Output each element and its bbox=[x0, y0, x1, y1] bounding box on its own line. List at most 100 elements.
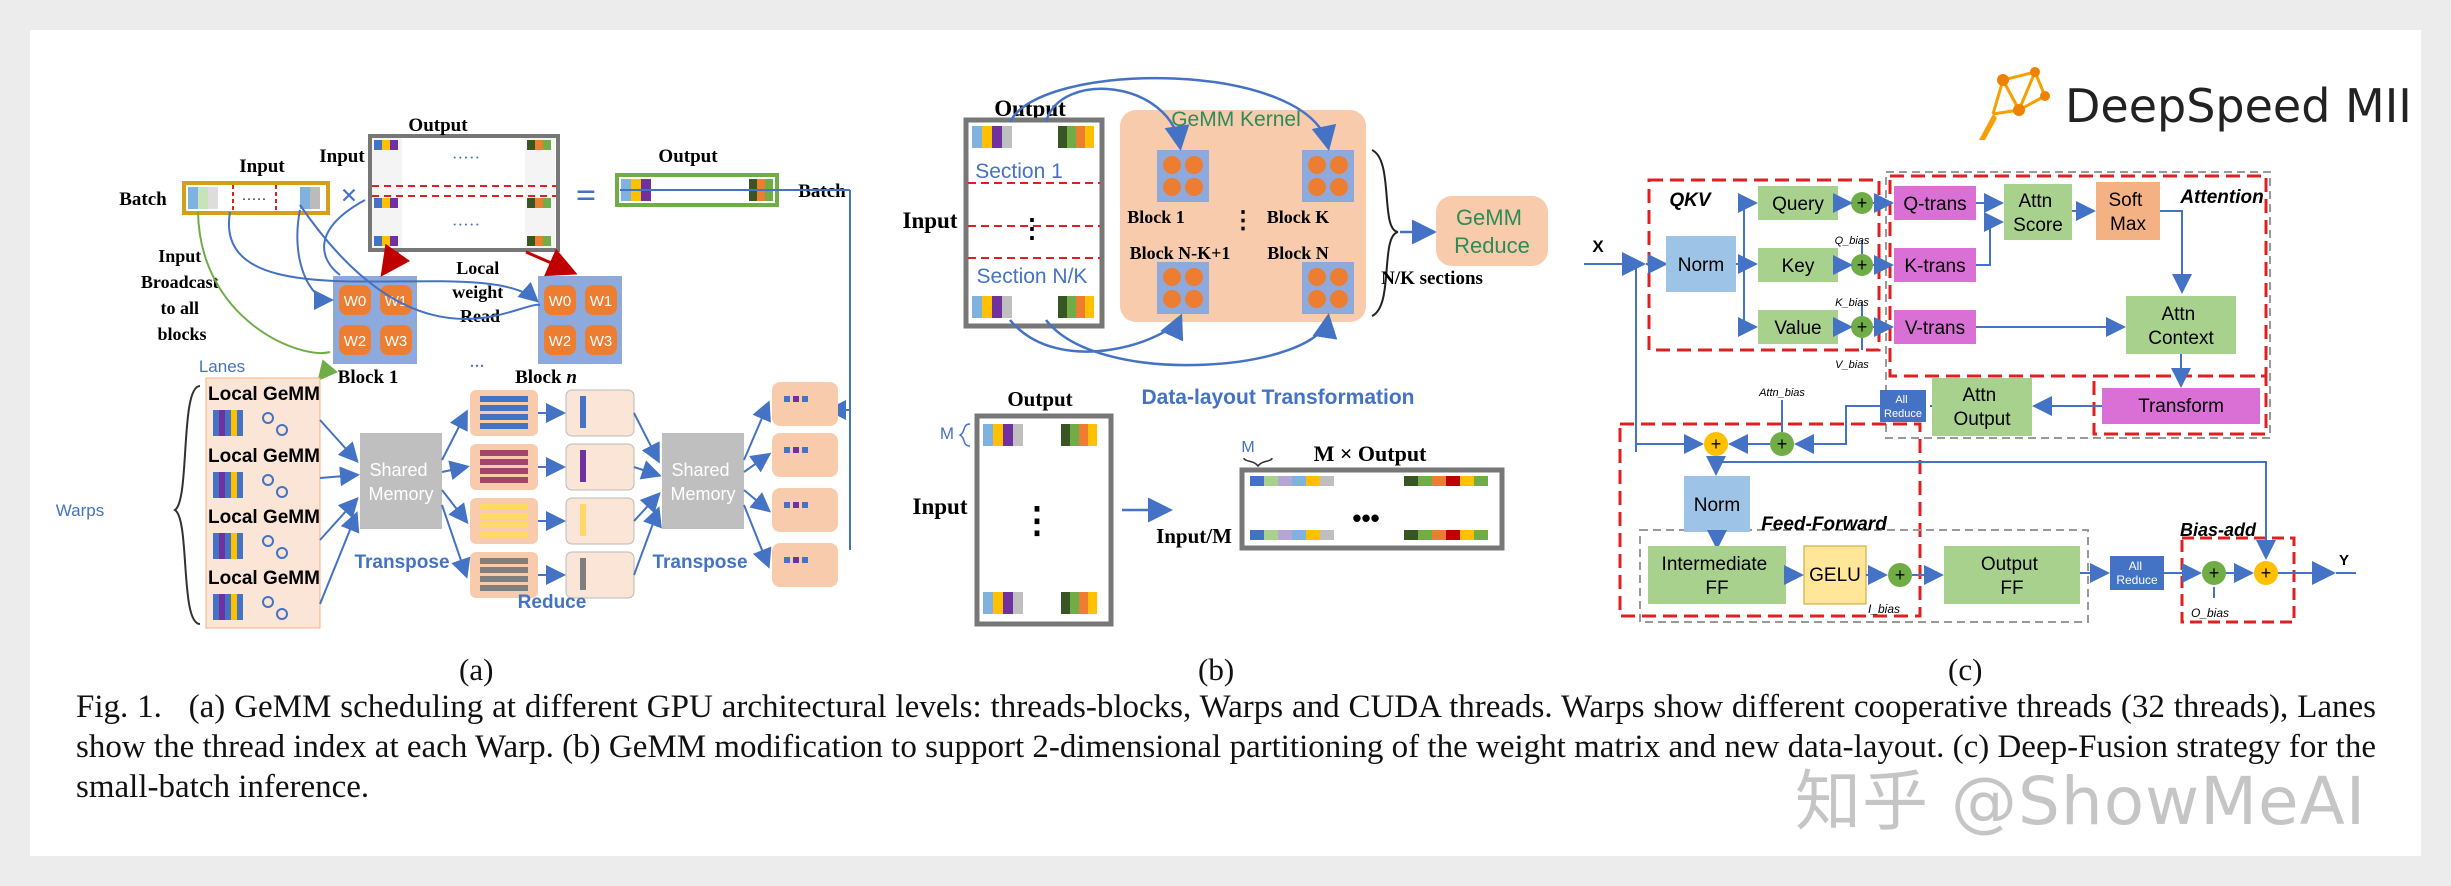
reduce-blocks bbox=[565, 389, 635, 599]
input-label: Input bbox=[239, 156, 285, 177]
gemm-reduce-label: GeMM Reduce bbox=[1454, 205, 1530, 258]
panel-b: Output Input Section 1 Section N/K ⋮ GeM… bbox=[903, 76, 1548, 627]
key-box bbox=[1758, 248, 1838, 282]
transform-label: Transform bbox=[2138, 396, 2224, 417]
ff-red-region bbox=[1618, 422, 1922, 618]
inter-ff-box bbox=[1648, 546, 1786, 604]
b-vdots-2: ⋮ bbox=[1231, 207, 1255, 234]
i-bias-add bbox=[1888, 563, 1912, 587]
attn-bias-label: Attn_bias bbox=[1758, 387, 1805, 399]
svg-text:W3: W3 bbox=[590, 333, 613, 350]
qtrans-box bbox=[1894, 186, 1976, 220]
o-bias-add bbox=[2202, 561, 2226, 585]
b-input2-label: Input bbox=[913, 494, 968, 519]
residual-add-2 bbox=[2254, 561, 2278, 585]
softmax-label: Soft Max bbox=[2108, 190, 2147, 235]
caption-text: (a) GeMM scheduling at different GPU arc… bbox=[76, 689, 2377, 805]
svg-text:W3: W3 bbox=[385, 333, 408, 350]
shared-memory-1-label: Shared Memory bbox=[368, 460, 433, 504]
ff-gray-region bbox=[1639, 529, 2089, 623]
b-output2-label: Output bbox=[1007, 387, 1072, 411]
sublabel-c: (c) bbox=[1948, 652, 1983, 687]
block-n: W0 W1 W2 W3 bbox=[538, 276, 622, 364]
svg-text:+: + bbox=[1857, 317, 1868, 337]
m-label: M bbox=[940, 424, 954, 443]
caption-fig: Fig. 1. bbox=[76, 689, 162, 725]
input-dots: ····· bbox=[242, 192, 267, 208]
input-top-label: Input bbox=[319, 146, 365, 167]
b-output-label: Output bbox=[994, 96, 1066, 121]
local-weight-label: Local weight Read bbox=[452, 258, 508, 326]
b-input-matrix bbox=[963, 117, 1105, 329]
brand-logo: DeepSpeed MII bbox=[1975, 66, 2412, 146]
deepspeed-logo-icon bbox=[1979, 67, 2050, 140]
ktrans-label: K-trans bbox=[1904, 256, 1965, 277]
svg-text:W0: W0 bbox=[549, 293, 572, 310]
value-label: Value bbox=[1774, 318, 1821, 339]
block-1: W0 W1 W2 W3 bbox=[333, 276, 417, 364]
sublabel-b: (b) bbox=[1198, 652, 1235, 687]
ktrans-box bbox=[1894, 248, 1976, 282]
batch-label: Batch bbox=[119, 189, 167, 210]
y-triangle-icon bbox=[2312, 561, 2336, 585]
batch-right-label: Batch bbox=[798, 181, 846, 202]
input-m-label: Input/M bbox=[1156, 524, 1232, 548]
query-label: Query bbox=[1772, 194, 1824, 215]
attn-bias-plus: + bbox=[1777, 434, 1788, 454]
attn-context-box bbox=[2126, 296, 2236, 354]
o-bias-plus: + bbox=[2209, 563, 2220, 583]
norm2-label: Norm bbox=[1694, 495, 1740, 516]
output-top-label: Output bbox=[408, 115, 468, 136]
svg-text:+: + bbox=[1857, 255, 1868, 275]
b-blockNK1-label: Block N-K+1 bbox=[1130, 243, 1231, 263]
svg-text:Local GeMM: Local GeMM bbox=[208, 507, 320, 528]
output-ff-box bbox=[1944, 546, 2080, 604]
gelu-label: GELU bbox=[1809, 565, 1861, 586]
k-bias-label: K_bias bbox=[1835, 297, 1869, 309]
svg-text:Local GeMM: Local GeMM bbox=[208, 568, 320, 589]
qtrans-label: Q-trans bbox=[1903, 194, 1966, 215]
b-input-label: Input bbox=[903, 208, 958, 233]
b-input2-matrix bbox=[974, 413, 1114, 627]
transform-box bbox=[2102, 388, 2260, 424]
b-hdots: ••• bbox=[1352, 503, 1379, 533]
qkv-bias-adds: + + + bbox=[1851, 192, 1873, 338]
lanes-label: Lanes bbox=[199, 357, 245, 376]
vtrans-label: V-trans bbox=[1905, 318, 1965, 339]
svg-text:+: + bbox=[1857, 193, 1868, 213]
vtrans-box bbox=[1894, 310, 1976, 344]
bias-add-label: Bias-add bbox=[2180, 520, 2257, 540]
sectionNK-label: Section N/K bbox=[977, 265, 1088, 288]
residual-add-1 bbox=[1704, 432, 1728, 456]
output-col-left bbox=[372, 138, 402, 248]
b-vdots-3: ⋮ bbox=[1019, 499, 1055, 540]
blocks-ellipsis: ... bbox=[470, 350, 485, 372]
all-reduce-2-label: All Reduce bbox=[2116, 559, 2158, 587]
dlt-label: Data-layout Transformation bbox=[1141, 386, 1414, 409]
kernel-blocks bbox=[1157, 150, 1354, 314]
b-blockN-label: Block N bbox=[1267, 243, 1329, 263]
nk-sections-label: N/K sections bbox=[1381, 268, 1483, 289]
feed-forward-label: Feed-Forward bbox=[1761, 514, 1887, 535]
shared-memory-2 bbox=[662, 433, 744, 529]
attn-score-label: Attn Score bbox=[2013, 191, 2063, 236]
transposed-blocks bbox=[470, 390, 538, 598]
query-box bbox=[1758, 186, 1838, 220]
broadcast-label: Input Broadcast to all blocks bbox=[141, 246, 223, 344]
residual-add-2-plus: + bbox=[2261, 563, 2272, 583]
transpose-label-2: Transpose bbox=[652, 552, 747, 573]
b-vdots-1: ⋮ bbox=[1019, 213, 1045, 243]
shared-memory-1 bbox=[360, 433, 442, 529]
panel-c: QKV Attention Feed-Forward Bias-add X No… bbox=[1584, 171, 2356, 624]
blockn-label: Block n bbox=[515, 367, 577, 388]
output-color-cells bbox=[374, 140, 551, 246]
attention-label: Attention bbox=[2179, 187, 2263, 208]
sublabel-a: (a) bbox=[459, 652, 494, 687]
gemm-kernel-label: GeMM Kernel bbox=[1171, 108, 1301, 131]
shared-memory-2-label: Shared Memory bbox=[670, 460, 735, 504]
local-gemm-rows: Local GeMM Local GeMM Local GeMM Local G… bbox=[208, 384, 320, 620]
svg-text:Local GeMM: Local GeMM bbox=[208, 384, 320, 405]
svg-text:W2: W2 bbox=[549, 333, 572, 350]
x-triangle-icon bbox=[1622, 252, 1646, 276]
key-label: Key bbox=[1782, 256, 1815, 277]
